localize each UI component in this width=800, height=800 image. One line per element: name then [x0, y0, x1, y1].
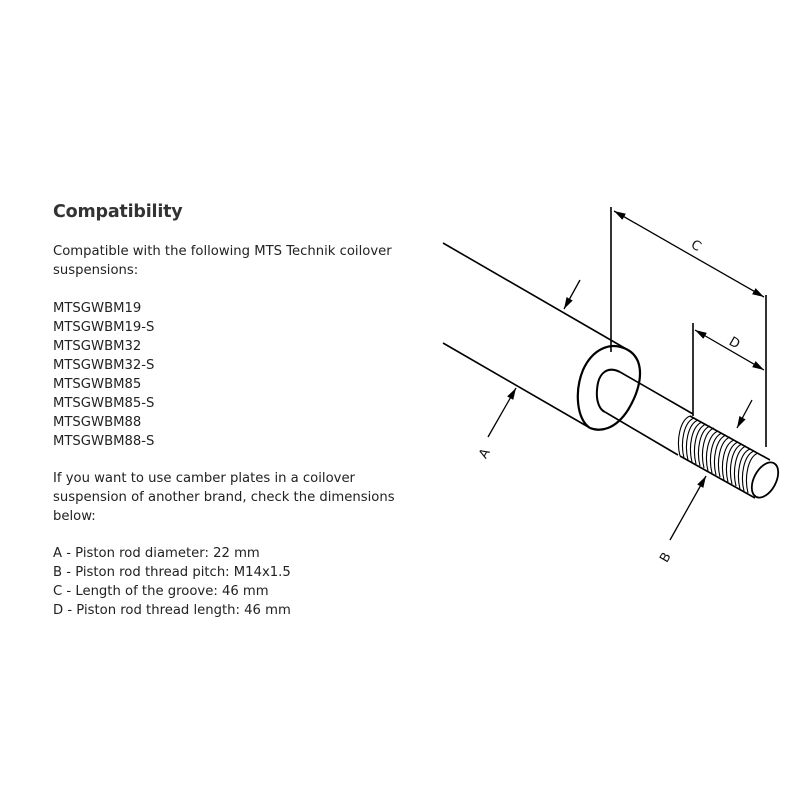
model-list: MTSGWBM19 MTSGWBM19-S MTSGWBM32 MTSGWBM3… — [53, 299, 423, 451]
model-item: MTSGWBM19-S — [53, 320, 155, 335]
model-item: MTSGWBM19 — [53, 301, 142, 316]
compatibility-section: Compatibility Compatible with the follow… — [53, 200, 423, 633]
dimension-c: C - Length of the groove: 46 mm — [53, 584, 269, 599]
dimension-b: B - Piston rod thread pitch: M14x1.5 — [53, 565, 291, 580]
other-brand-note: If you want to use camber plates in a co… — [53, 471, 395, 524]
dimension-list: A - Piston rod diameter: 22 mm B - Pisto… — [53, 544, 423, 620]
model-item: MTSGWBM32-S — [53, 358, 155, 373]
intro-text: Compatible with the following MTS Techni… — [53, 244, 392, 278]
section-title: Compatibility — [53, 202, 183, 222]
label-b: B — [657, 550, 674, 565]
model-item: MTSGWBM88-S — [53, 434, 155, 449]
dimension-a: A - Piston rod diameter: 22 mm — [53, 546, 260, 561]
dimension-d: D - Piston rod thread length: 46 mm — [53, 603, 291, 618]
model-item: MTSGWBM88 — [53, 415, 142, 430]
model-item: MTSGWBM85 — [53, 377, 142, 392]
label-c: C — [688, 237, 703, 255]
model-item: MTSGWBM32 — [53, 339, 142, 354]
model-item: MTSGWBM85-S — [53, 396, 155, 411]
label-a: A — [476, 446, 493, 461]
